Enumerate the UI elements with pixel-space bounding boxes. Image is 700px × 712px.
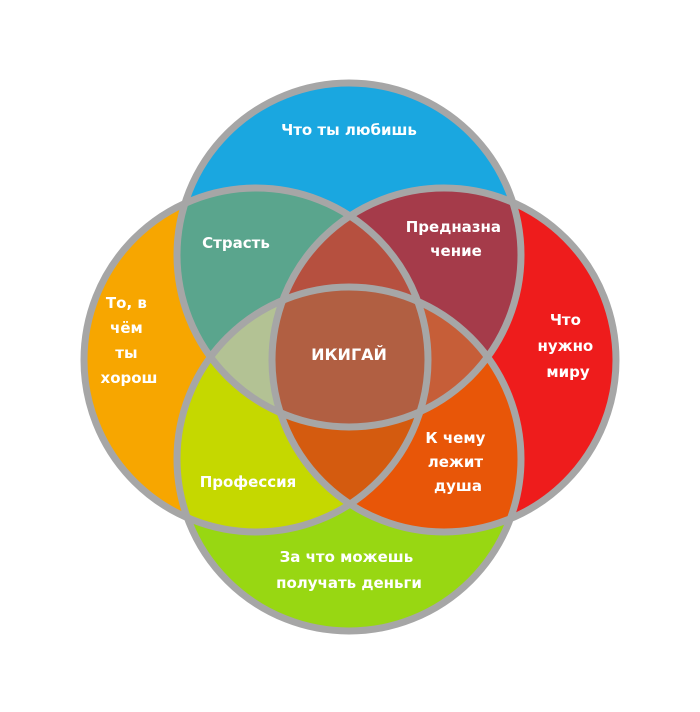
label-mission: Предназна чение: [406, 218, 507, 260]
region-inner-bottom: [272, 287, 428, 532]
label-passion: Страсть: [202, 234, 270, 252]
label-world-needs: Что нужно миру: [538, 311, 599, 381]
region-inner-top: [272, 188, 428, 427]
label-ikigai: ИКИГАЙ: [311, 345, 387, 364]
circle-outlines: [80, 79, 620, 635]
outline-good-at: [80, 184, 432, 536]
label-good-at: То, в чём ты хорош: [101, 294, 158, 387]
outline-love: [173, 79, 525, 431]
label-paid-for: За что можешь получать деньги: [276, 548, 422, 592]
inner-regions: [177, 188, 521, 532]
outline-paid-for: [173, 283, 525, 635]
label-love: Что ты любишь: [281, 121, 417, 139]
outline-world-needs: [268, 184, 620, 536]
label-profession: Профессия: [200, 473, 297, 491]
labels: Что ты любишь То, в чём ты хорош Что нуж…: [101, 121, 599, 592]
region-inner-left: [177, 287, 428, 427]
label-vocation: К чему лежит душа: [425, 429, 490, 495]
region-inner-right: [272, 287, 521, 427]
